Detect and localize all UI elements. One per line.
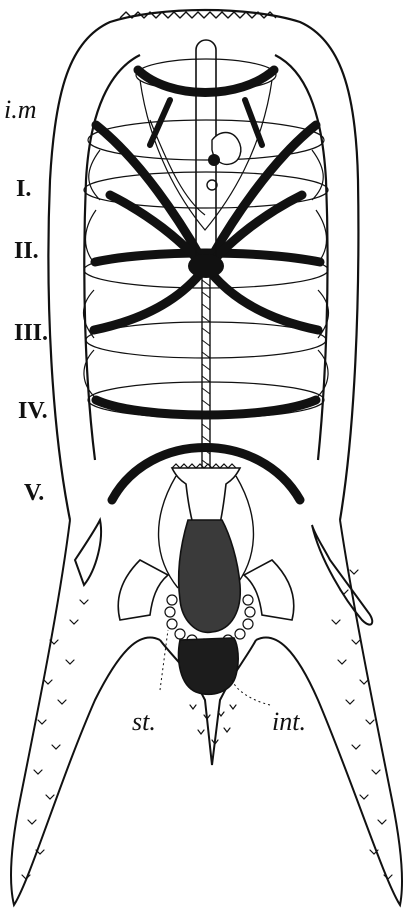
label-im: i.m <box>4 95 37 124</box>
label-int: int. <box>272 707 306 736</box>
muscle-bands <box>94 70 320 500</box>
label-ring-1: I. <box>16 176 31 202</box>
label-ring-3: III. <box>14 320 48 346</box>
digestive-organs <box>118 464 294 694</box>
label-st: st. <box>132 707 156 736</box>
label-ring-5: V. <box>24 480 44 506</box>
label-ring-4: IV. <box>18 398 48 424</box>
segment-rings <box>84 59 329 418</box>
label-ring-2: II. <box>14 238 39 264</box>
